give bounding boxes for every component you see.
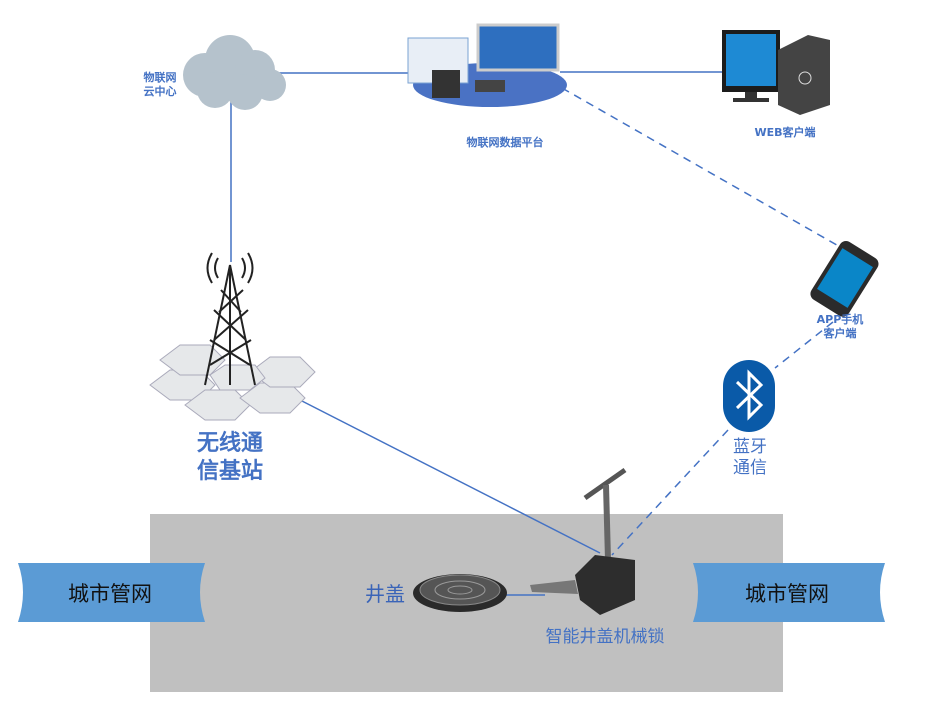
- platform-label: 物联网数据平台: [466, 136, 544, 149]
- pipe-left-label: 城市管网: [68, 582, 152, 606]
- cloud-label-line1: 物联网: [143, 71, 177, 84]
- base-station-label: 无线通 信基站: [180, 430, 280, 485]
- pipe-right: [693, 563, 885, 622]
- cloud-icon: [183, 35, 286, 110]
- app-client-label-line2: 客户端: [823, 326, 857, 340]
- app-client-label: APP手机 客户端: [805, 313, 875, 341]
- base-station-icon: [149, 252, 316, 421]
- web-client-icon: [722, 30, 830, 115]
- app-client-label-line1: APP手机: [816, 313, 864, 326]
- platform-icon: [407, 23, 567, 107]
- link-phone-bluetooth: [774, 321, 834, 369]
- app-phone-icon: [810, 241, 879, 317]
- base-station-label-line2: 信基站: [196, 458, 263, 484]
- link-bluetooth-lock: [611, 429, 729, 556]
- lock-label: 智能井盖机械锁: [545, 627, 665, 647]
- bluetooth-icon: [723, 360, 775, 432]
- bluetooth-label-line1: 蓝牙: [733, 437, 767, 457]
- bluetooth-label: 蓝牙 通信: [715, 437, 785, 480]
- link-tower-lock: [299, 399, 601, 554]
- manhole-cover-label: 井盖: [365, 582, 405, 606]
- cloud-label: 物联网 云中心: [125, 71, 195, 99]
- bluetooth-label-line2: 通信: [733, 458, 767, 479]
- base-station-label-line1: 无线通: [196, 431, 263, 456]
- link-platform-phone: [561, 87, 843, 249]
- pipe-right-label: 城市管网: [745, 582, 829, 606]
- cloud-label-line2: 云中心: [143, 84, 177, 98]
- pipe-left: [18, 563, 205, 622]
- web-client-label: WEB客户端: [754, 126, 816, 139]
- mechanical-lock-icon: [530, 467, 635, 615]
- manhole-cover-icon: [413, 574, 507, 612]
